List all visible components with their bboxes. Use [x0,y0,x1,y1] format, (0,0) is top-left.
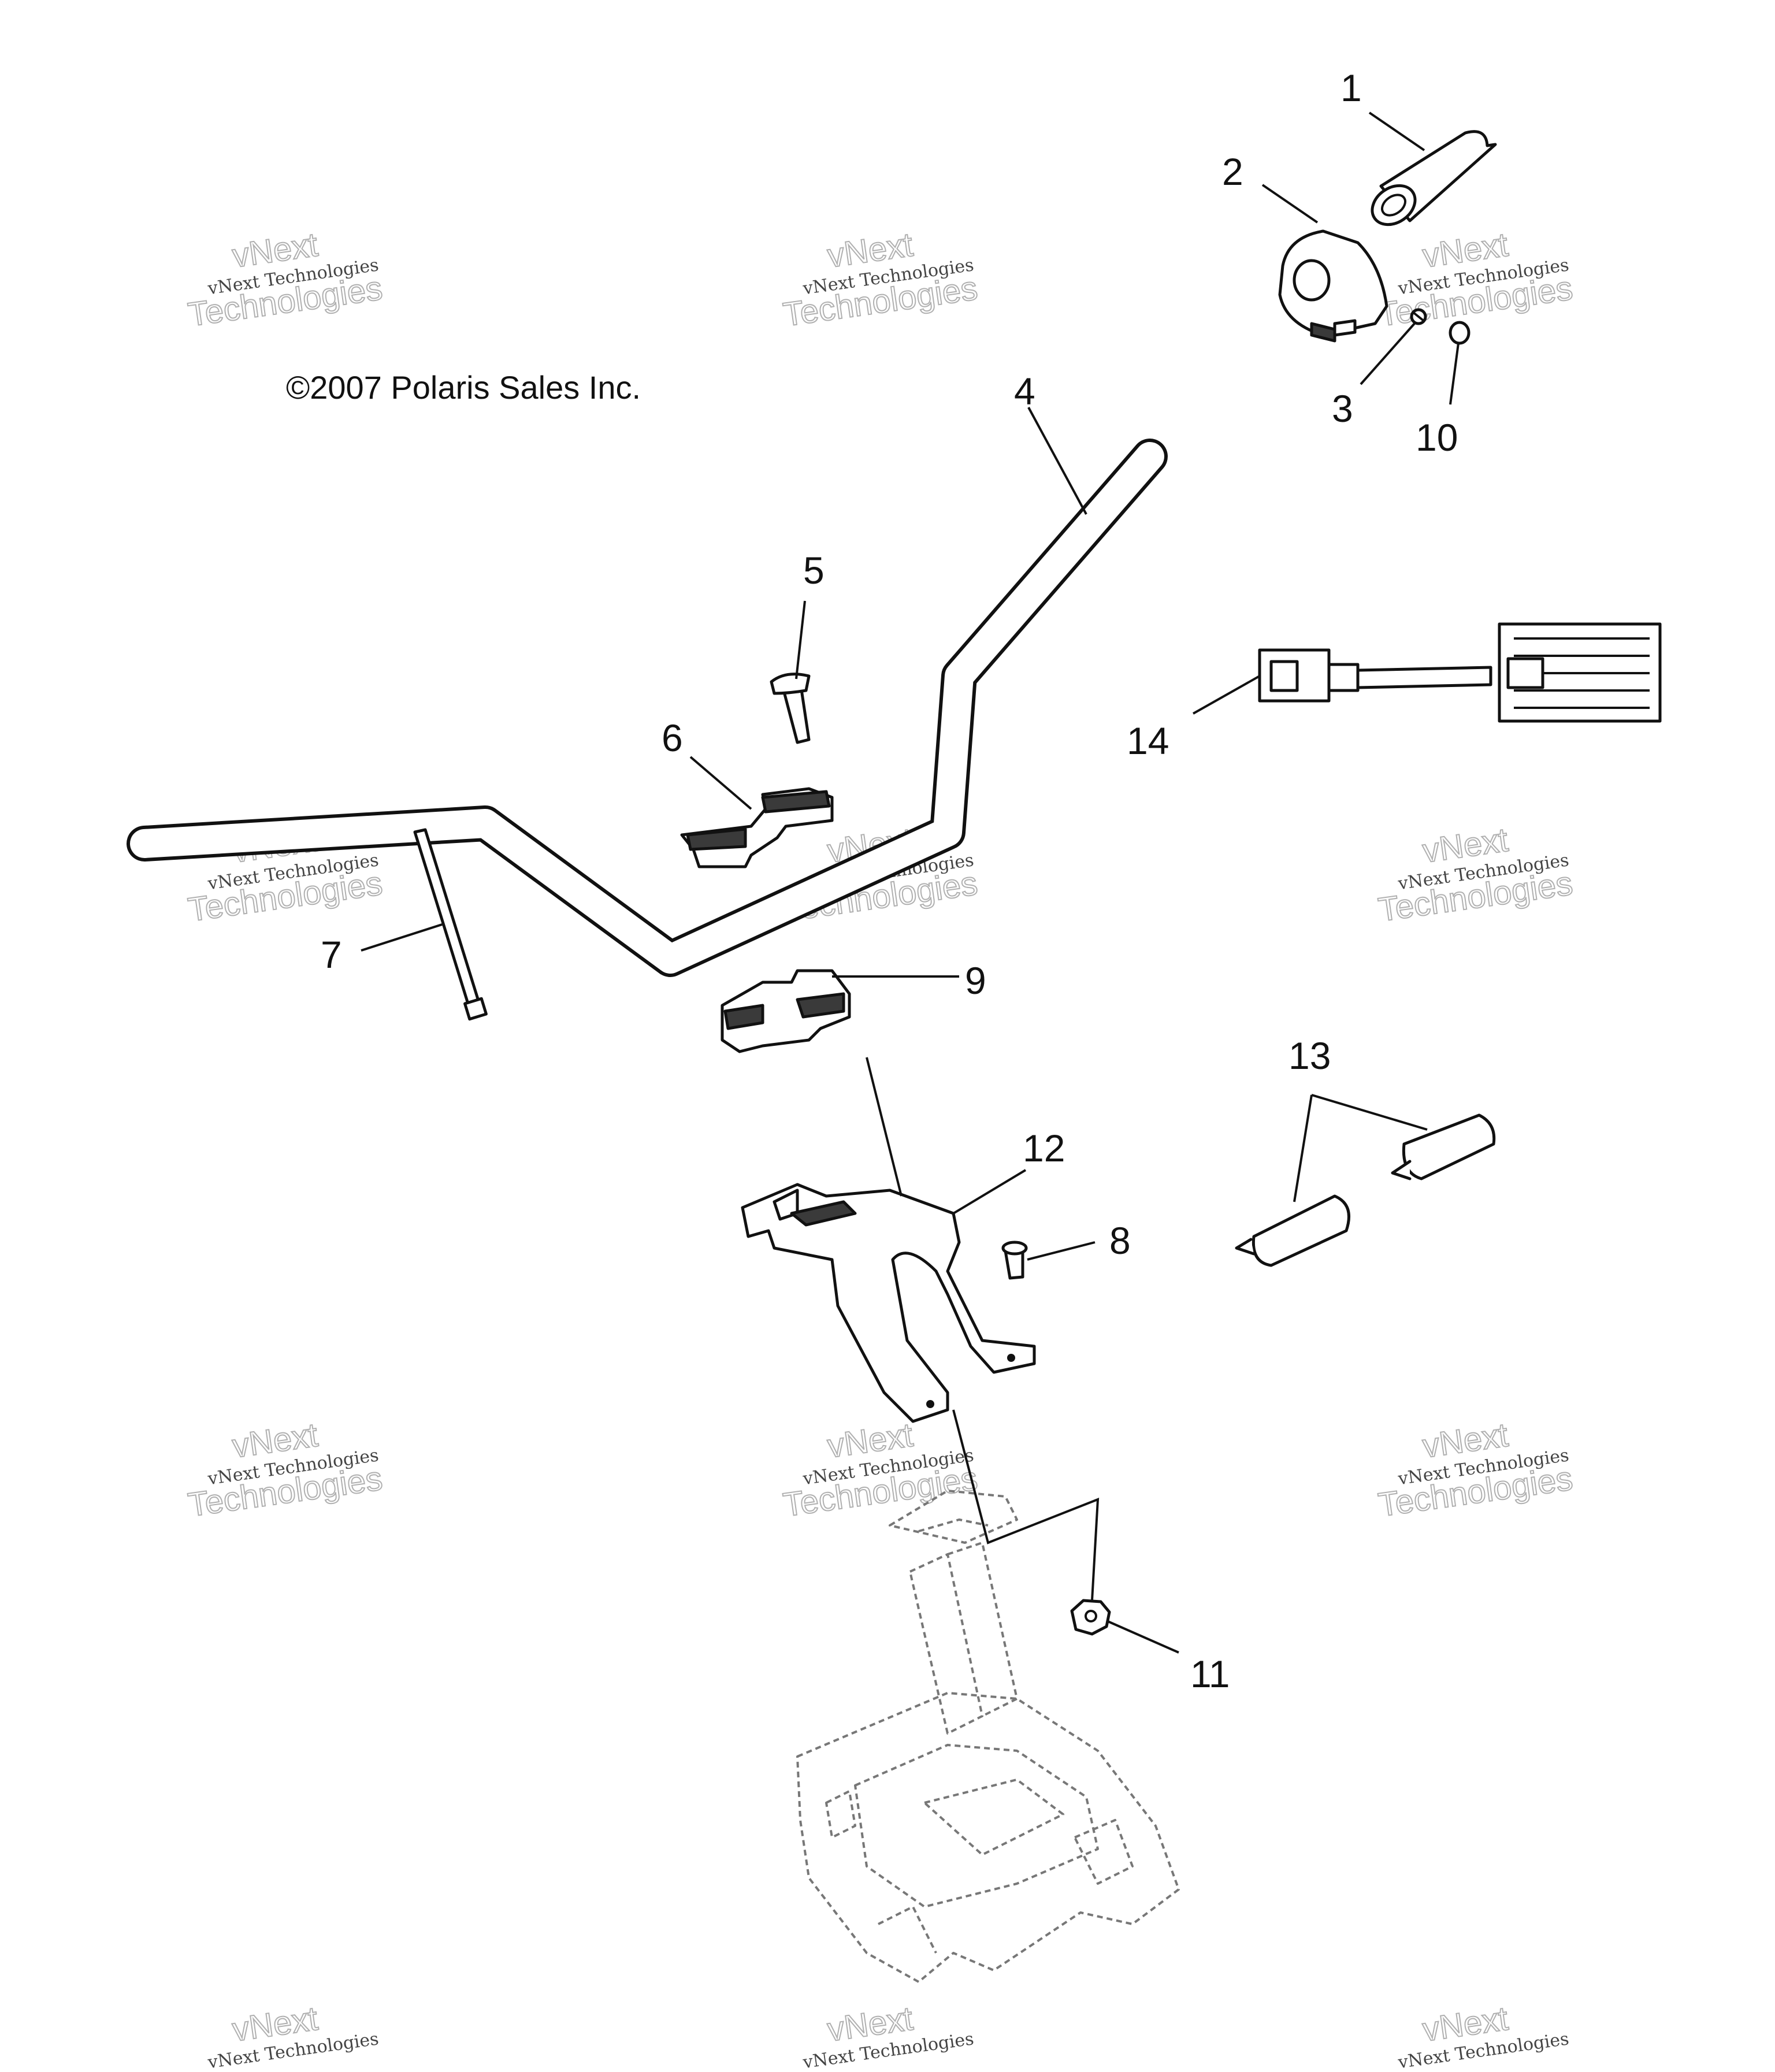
watermark: vNext vNext Technologies Technologies [1375,225,1575,335]
mounting-bracket [741,1183,1036,1423]
leader-lines [361,112,1460,1654]
watermark: vNext vNext Technologies Technologies [1375,820,1575,930]
steering-post [796,1490,1180,1983]
handlebar [127,439,1168,977]
small-cap [1449,321,1470,345]
watermark: vNext vNext Technologies [1397,1999,1570,2072]
callout-5: 5 [803,549,825,592]
callout-14: 14 [1127,719,1169,762]
callout-11: 11 [1190,1653,1230,1695]
callout-12: 12 [1023,1127,1065,1169]
callout-4: 4 [1014,370,1035,413]
watermark: vNext vNext Technologies Technologies [185,1416,385,1525]
lower-clamp [721,969,851,1053]
callout-labels: 1 2 3 4 5 6 7 8 9 10 11 12 13 14 [321,66,1458,1695]
switch-harness [1258,622,1662,723]
grip [1371,130,1497,226]
watermark-grid: vNext vNext Technologies Technologies vN… [185,225,1575,2072]
clamp-bolt [770,673,811,744]
callout-3: 3 [1332,387,1353,430]
watermark: vNext vNext Technologies [206,1999,380,2072]
upper-clamp [680,787,834,868]
watermark: vNext vNext Technologies Technologies [185,225,385,335]
hex-nut [1070,1599,1111,1636]
watermark: vNext vNext Technologies Technologies [780,225,980,335]
long-bolt [413,828,488,1021]
watermark: vNext vNext Technologies Technologies [780,1416,980,1525]
callout-13: 13 [1288,1034,1331,1077]
callout-2: 2 [1222,150,1243,193]
callout-6: 6 [662,716,683,759]
callout-1: 1 [1340,66,1362,109]
callout-7: 7 [321,933,342,976]
bracket-bolt [1001,1241,1028,1280]
callout-9: 9 [965,959,986,1002]
small-screw [1410,308,1427,325]
throttle-housing [1278,229,1388,343]
bushing-set [1235,1113,1496,1267]
callout-8: 8 [1109,1219,1131,1262]
copyright-notice: ©2007 Polaris Sales Inc. [286,369,641,406]
callout-10: 10 [1416,416,1458,459]
watermark: vNext vNext Technologies Technologies [1375,1416,1575,1525]
watermark: vNext vNext Technologies [801,1999,975,2072]
